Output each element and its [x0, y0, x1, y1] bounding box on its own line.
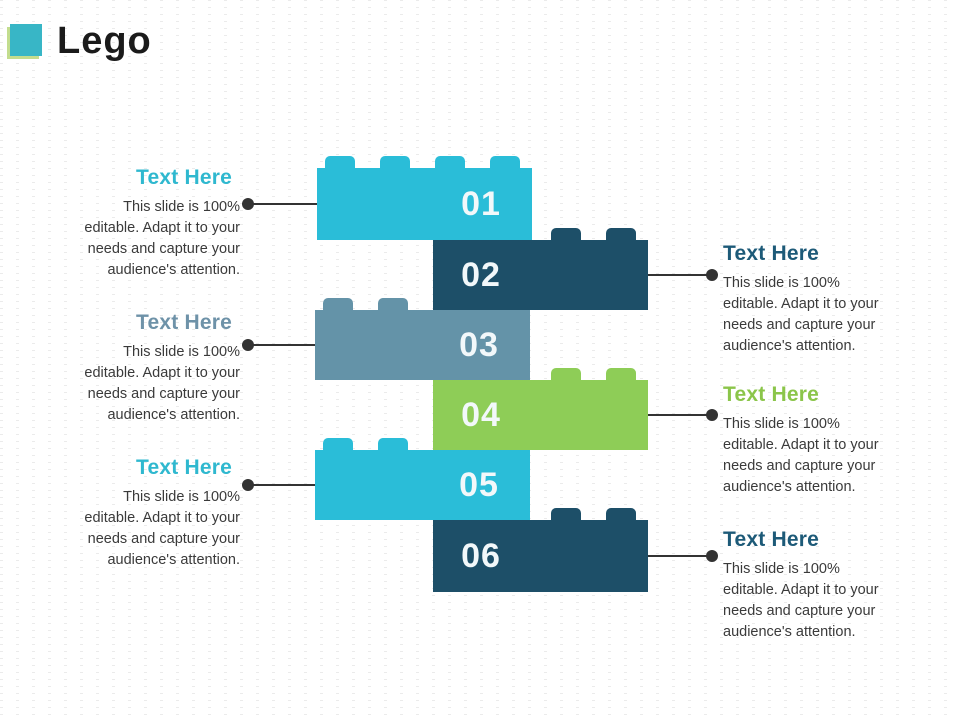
brick-06-body: 06 [433, 508, 648, 592]
page-title: Lego [57, 20, 152, 62]
brick-stud [551, 508, 581, 526]
callout-brick-02: Text Here This slide is 100% editable. A… [723, 242, 893, 357]
brick-stud [323, 298, 353, 316]
callout-heading: Text Here [723, 383, 819, 406]
callout-brick-06: Text Here This slide is 100% editable. A… [723, 528, 893, 643]
brick-03-body: 03 [315, 298, 530, 380]
brick-stud [606, 228, 636, 246]
lego-brick-02: 02 [433, 228, 648, 310]
connector-line-05 [248, 484, 315, 486]
brick-04-body: 04 [433, 368, 648, 450]
brick-stud [323, 438, 353, 456]
brick-stud [606, 368, 636, 386]
callout-heading: Text Here [136, 311, 232, 334]
connector-line-04 [648, 414, 712, 416]
brick-01-body: 01 [317, 156, 532, 240]
callout-heading: Text Here [136, 456, 232, 479]
brick-stud [380, 156, 410, 174]
connector-line-01 [248, 203, 317, 205]
lego-brick-03: 03 [315, 298, 530, 380]
brick-stud [490, 156, 520, 174]
callout-brick-04: Text Here This slide is 100% editable. A… [723, 383, 893, 498]
brick-stud [378, 298, 408, 316]
brick-stud [606, 508, 636, 526]
brick-stud [435, 156, 465, 174]
callout-body: This slide is 100% editable. Adapt it to… [723, 416, 879, 495]
lego-brick-04: 04 [433, 368, 648, 450]
callout-brick-01: Text Here This slide is 100% editable. A… [70, 166, 240, 281]
lego-brick-01: 01 [317, 156, 532, 240]
brick-05-number: 05 [459, 465, 499, 504]
callout-body: This slide is 100% editable. Adapt it to… [84, 489, 240, 568]
title-accent-square [10, 24, 42, 56]
connector-dot-05 [242, 479, 254, 491]
callout-body: This slide is 100% editable. Adapt it to… [84, 344, 240, 423]
connector-dot-04 [706, 409, 718, 421]
brick-01-number: 01 [461, 184, 501, 223]
callout-heading: Text Here [723, 242, 819, 265]
brick-02-number: 02 [461, 255, 501, 294]
lego-brick-06: 06 [433, 508, 648, 592]
lego-brick-05: 05 [315, 438, 530, 520]
callout-body: This slide is 100% editable. Adapt it to… [723, 275, 879, 354]
brick-05-body: 05 [315, 438, 530, 520]
connector-line-02 [648, 274, 712, 276]
brick-stud [378, 438, 408, 456]
connector-dot-02 [706, 269, 718, 281]
connector-dot-01 [242, 198, 254, 210]
brick-03-number: 03 [459, 325, 499, 364]
connector-line-06 [648, 555, 712, 557]
callout-heading: Text Here [723, 528, 819, 551]
brick-stud [551, 228, 581, 246]
connector-dot-03 [242, 339, 254, 351]
connector-dot-06 [706, 550, 718, 562]
callout-heading: Text Here [136, 166, 232, 189]
connector-line-03 [248, 344, 315, 346]
brick-06-number: 06 [461, 536, 501, 575]
brick-02-body: 02 [433, 228, 648, 310]
brick-stud [551, 368, 581, 386]
callout-brick-03: Text Here This slide is 100% editable. A… [70, 311, 240, 426]
callout-body: This slide is 100% editable. Adapt it to… [84, 199, 240, 278]
brick-stud [325, 156, 355, 174]
callout-brick-05: Text Here This slide is 100% editable. A… [70, 456, 240, 571]
callout-body: This slide is 100% editable. Adapt it to… [723, 561, 879, 640]
brick-04-number: 04 [461, 395, 501, 434]
